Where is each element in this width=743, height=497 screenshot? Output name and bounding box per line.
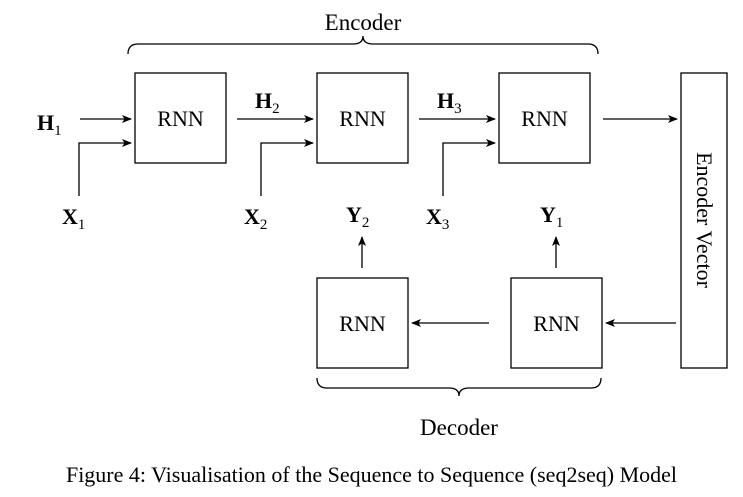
rnn-label: RNN — [339, 311, 386, 336]
arrow-x2 — [260, 139, 314, 196]
input-x2: X2 — [244, 204, 267, 233]
decoder-rnn-cell-1: RNN — [510, 277, 603, 369]
rnn-label: RNN — [521, 106, 568, 131]
arrow-x1 — [78, 139, 132, 196]
figure-caption: Figure 4: Visualisation of the Sequence … — [65, 462, 678, 487]
rnn-label: RNN — [339, 106, 386, 131]
decoder-rnn-cell-2: RNN — [316, 277, 409, 369]
encoder-rnn-cell-3: RNN — [498, 72, 591, 164]
hidden-state-h1: H1 — [37, 110, 62, 139]
arrow-x3 — [442, 139, 496, 196]
seq2seq-diagram: Encoder RNN RNN RNN Encoder Vector RNN R… — [37, 10, 728, 440]
decoder-brace — [316, 377, 602, 397]
encoder-rnn-cell-1: RNN — [134, 72, 227, 164]
output-y2: Y2 — [346, 202, 369, 231]
encoder-rnn-cell-2: RNN — [316, 72, 409, 164]
input-x3: X3 — [426, 204, 449, 233]
rnn-label: RNN — [157, 106, 204, 131]
encoder-vector-box: Encoder Vector — [680, 72, 728, 369]
rnn-label: RNN — [533, 311, 580, 336]
hidden-state-h3: H3 — [437, 88, 462, 117]
hidden-state-h2: H2 — [255, 88, 280, 117]
encoder-vector-label: Encoder Vector — [692, 152, 717, 288]
input-x1: X1 — [62, 204, 85, 233]
encoder-brace — [127, 35, 599, 55]
decoder-label: Decoder — [420, 415, 498, 440]
encoder-label: Encoder — [325, 10, 402, 35]
output-y1: Y1 — [540, 202, 563, 231]
